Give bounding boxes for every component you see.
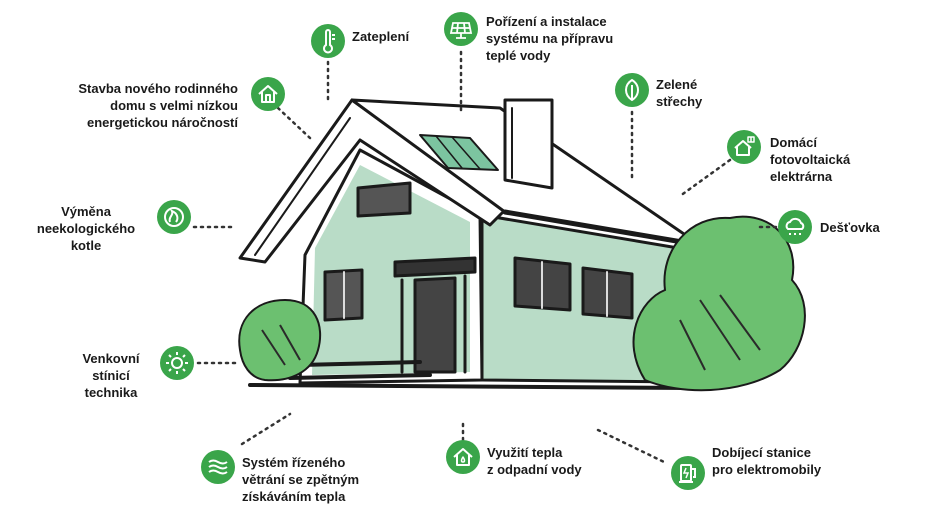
thermometer-icon <box>311 24 345 58</box>
label-vetrani: Systém řízeného větrání se zpětným získá… <box>242 455 360 504</box>
label-zatepleni: Zateplení <box>352 29 410 44</box>
label-odpadni: Využití tepla z odpadní vody <box>487 445 582 477</box>
ventilation-icon <box>201 450 235 484</box>
rain-cloud-icon <box>778 210 812 244</box>
house-water-icon <box>446 440 480 474</box>
label-destovka: Dešťovka <box>820 220 880 235</box>
label-dobijeci: Dobíjecí stanice pro elektromobily <box>712 445 822 477</box>
label-fve: Domácí fotovoltaická elektrárna <box>770 135 851 184</box>
label-solar: Pořízení a instalace systému na přípravu… <box>486 14 614 63</box>
sun-icon <box>160 346 194 380</box>
connector-dobijeci <box>596 428 666 464</box>
house-solar-icon <box>727 130 761 164</box>
connector-vetrani <box>240 412 292 446</box>
label-stineni: Venkovní stínicí technika <box>82 351 140 400</box>
solar-panel-icon <box>444 12 478 46</box>
charging-station-icon <box>671 456 705 490</box>
boiler-icon <box>157 200 191 234</box>
connector-fve <box>678 158 732 198</box>
house-icon <box>251 77 285 111</box>
label-novostavba: Stavba nového rodinného domu s velmi níz… <box>78 81 238 130</box>
label-zelene: Zelené střechy <box>656 77 703 109</box>
leaf-icon <box>615 73 649 107</box>
connector-novostavba <box>276 106 312 140</box>
label-kotel: Výměna neekologického kotle <box>36 204 136 253</box>
